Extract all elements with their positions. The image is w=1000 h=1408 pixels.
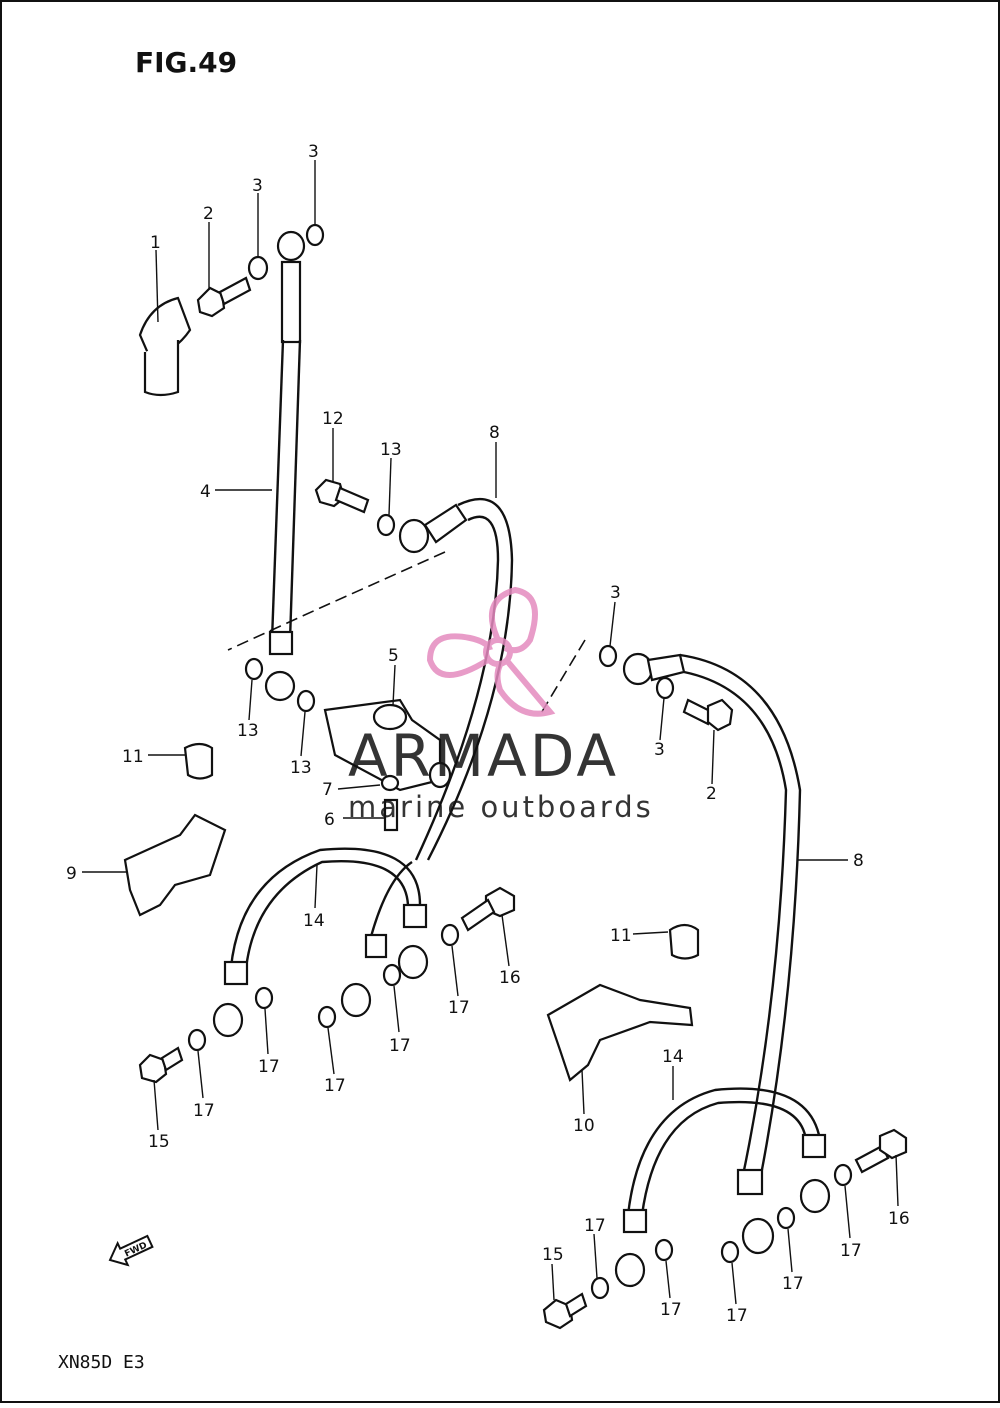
part-16-bolt-b [854,1128,908,1174]
washer-17h [654,1238,674,1262]
callout-4: 4 [200,482,211,502]
callout-3c: 3 [610,583,621,603]
part-2-bolt [196,276,252,318]
washer-17j [590,1276,610,1300]
callout-14b: 14 [662,1047,684,1067]
callout-16a: 16 [499,968,521,988]
callout-labels: 1 2 3 3 4 12 13 8 3 5 13 13 3 2 11 7 6 9… [66,142,910,1326]
part-15-bolt-a [138,1046,184,1084]
callout-17a: 17 [448,998,470,1018]
part-5-junction [323,698,452,792]
callout-2a: 2 [203,204,214,224]
washer-17d [317,1005,337,1029]
callout-3b: 3 [308,142,319,162]
washer-17i [720,1240,740,1264]
model-code: XN85D E3 [58,1352,145,1373]
callout-17c: 17 [258,1057,280,1077]
callout-17d: 17 [324,1076,346,1096]
washer-3a [247,255,269,281]
washer-17b [382,963,402,987]
callout-10: 10 [573,1116,595,1136]
callout-3a: 3 [252,176,263,196]
fwd-arrow-icon: FWD [108,1234,154,1267]
leader-lines [82,160,899,1305]
part-4-hose [264,230,306,702]
washer-17g [776,1206,796,1230]
callout-7: 7 [322,780,333,800]
callout-17f: 17 [840,1241,862,1261]
callout-15a: 15 [148,1132,170,1152]
callout-11b: 11 [610,926,632,946]
part-14-hose-left [212,847,429,1038]
watermark: ARMADA marine outboards [348,586,654,824]
guide-line-a [227,551,446,651]
part-14-hose-right [614,1087,831,1288]
washer-3c [598,644,618,668]
guide-line-b [539,639,586,716]
part-7-washer [380,774,400,792]
callout-16b: 16 [888,1209,910,1229]
callout-9: 9 [66,864,77,884]
callout-3d: 3 [654,740,665,760]
part-10-bracket [546,983,694,1082]
washer-13a [376,513,396,537]
part-8-hose-right [622,652,802,1255]
part-9-bracket [123,813,227,917]
callout-5: 5 [388,646,399,666]
washer-3d [655,676,675,700]
callout-13b: 13 [237,721,259,741]
watermark-brand: ARMADA [348,722,619,790]
figure-title: FIG.49 [135,46,237,79]
watermark-tagline: marine outboards [348,790,654,824]
callout-13c: 13 [290,758,312,778]
washer-17c [254,986,274,1010]
callout-2b: 2 [706,784,717,804]
washer-17a [440,923,460,947]
callout-13a: 13 [380,440,402,460]
propeller-logo-icon [426,586,556,717]
part-11-grommet-a [183,742,214,780]
callout-12: 12 [322,409,344,429]
callout-17g: 17 [782,1274,804,1294]
callout-8a: 8 [489,423,500,443]
washer-13c [296,689,316,713]
callout-14a: 14 [303,911,325,931]
washer-3b [305,223,325,247]
callout-17h: 17 [660,1300,682,1320]
callout-15b: 15 [542,1245,564,1265]
washer-17e [187,1028,207,1052]
part-12-bolt [314,478,370,514]
part-11-grommet-b [668,923,700,960]
part-6-bolt [383,798,399,832]
part-2-bolt-b [682,698,734,732]
part-16-bolt-a [460,886,516,932]
part-1-cap [138,296,192,397]
callout-1: 1 [150,233,161,253]
callout-17j: 17 [584,1216,606,1236]
callout-8b: 8 [853,851,864,871]
callout-17e: 17 [193,1101,215,1121]
part-15-bolt-b [542,1292,588,1330]
callout-6: 6 [324,810,335,830]
washer-17f [833,1163,853,1187]
callout-17b: 17 [389,1036,411,1056]
callout-17i: 17 [726,1306,748,1326]
callout-11a: 11 [122,747,144,767]
washer-13b [244,657,264,681]
